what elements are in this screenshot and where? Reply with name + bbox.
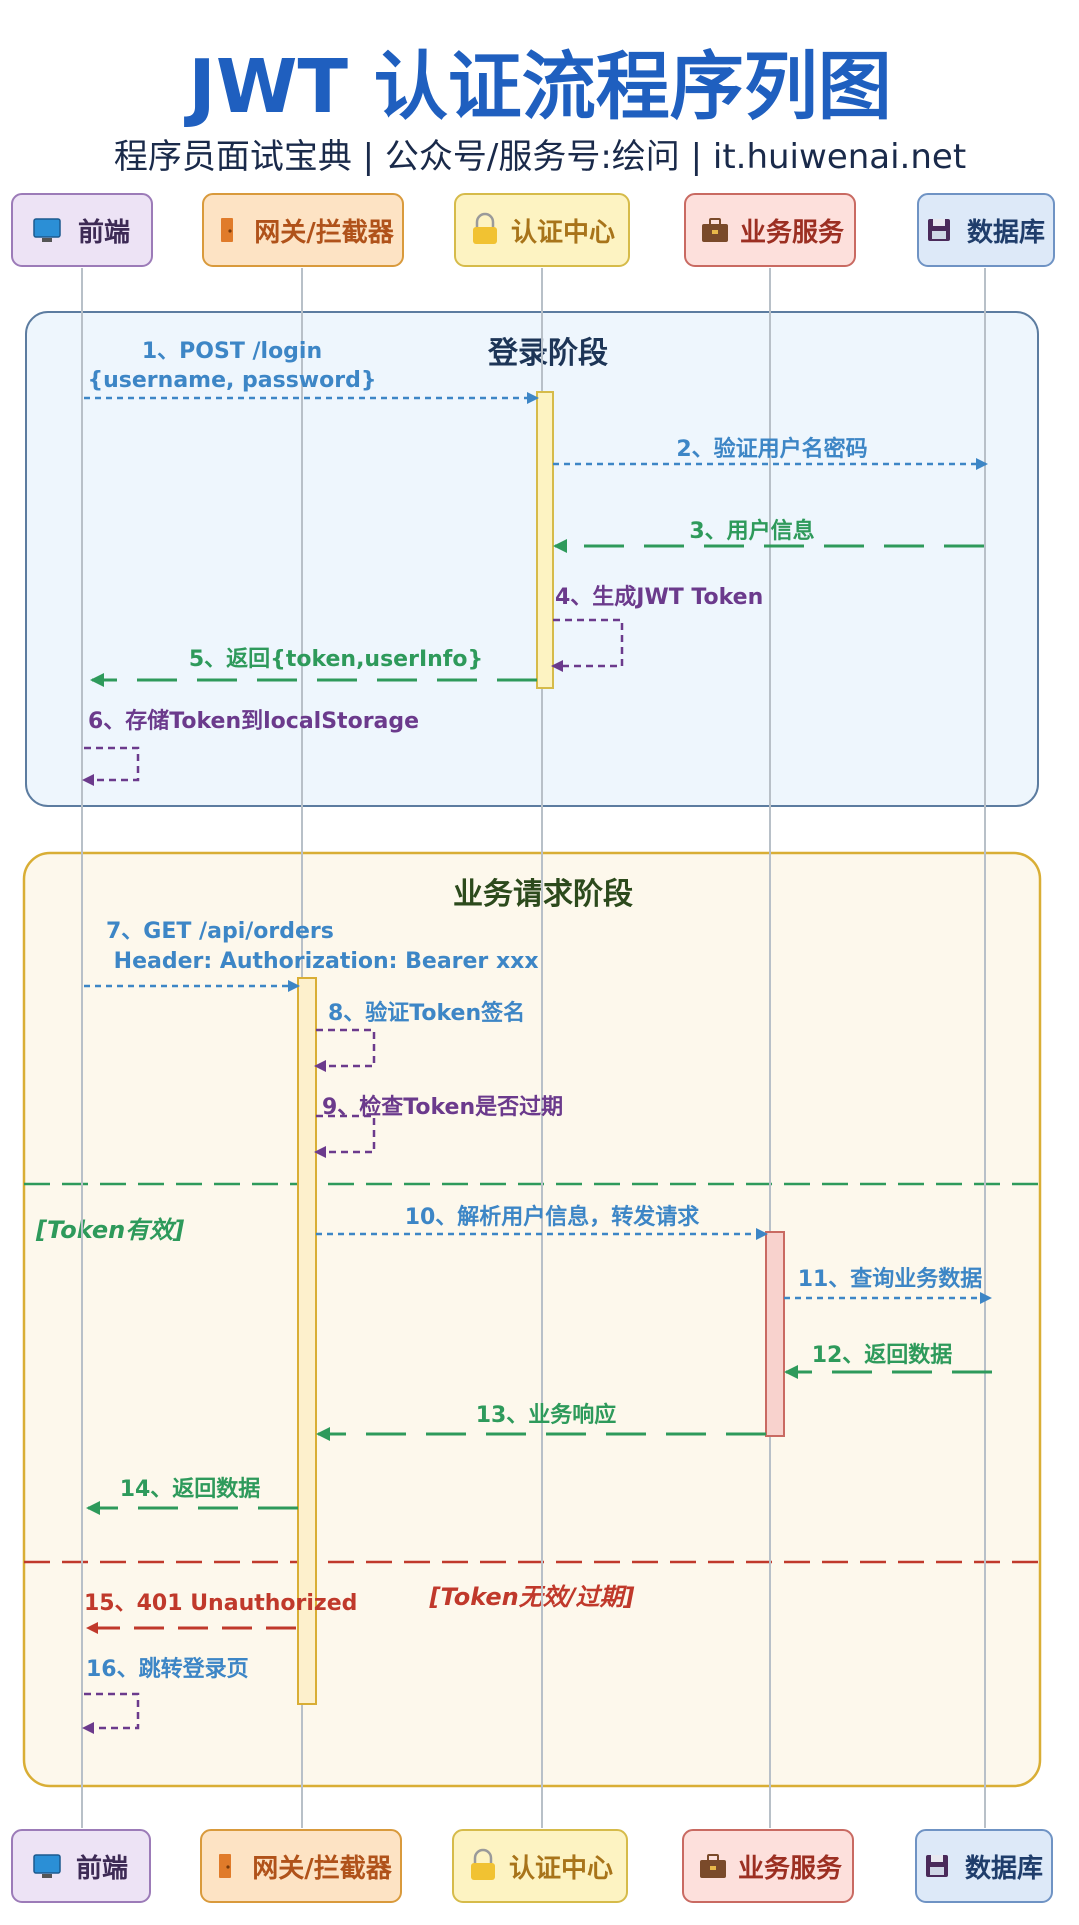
message-13-label: 13、业务响应 xyxy=(476,1402,617,1428)
message-14-label: 14、返回数据 xyxy=(120,1476,261,1502)
condition-invalid-label: [Token无效/过期] xyxy=(429,1583,635,1611)
lock-icon xyxy=(471,1848,495,1880)
page-subtitle: 程序员面试宝典 | 公众号/服务号:绘问 | it.huiwenai.net xyxy=(114,137,966,177)
message-7-label: 7、GET /api/orders Header: Authorization:… xyxy=(106,919,539,974)
condition-valid-label: [Token有效] xyxy=(35,1216,184,1244)
page-title: JWT 认证流程序列图 xyxy=(183,44,891,130)
floppy-icon xyxy=(926,1855,948,1877)
login-phase-title: 登录阶段 xyxy=(487,336,608,371)
participant-auth-label: 认证中心 xyxy=(509,1854,613,1884)
message-9-arrow xyxy=(314,1114,376,1158)
participant-biz-label: 业务服务 xyxy=(738,1854,842,1884)
participant-db-label: 数据库 xyxy=(965,1854,1043,1884)
participant-auth-bottom[interactable]: 认证中心 xyxy=(452,1829,628,1903)
participant-gateway-label: 网关/拦截器 xyxy=(254,218,394,248)
message-3-label: 3、用户信息 xyxy=(689,518,814,544)
message-12-label: 12、返回数据 xyxy=(812,1342,953,1368)
lock-icon xyxy=(473,212,497,244)
message-15-label: 15、401 Unauthorized xyxy=(84,1591,357,1616)
monitor-icon xyxy=(33,1854,61,1878)
briefcase-icon xyxy=(700,1854,726,1878)
message-9-label: 9、检查Token是否过期 xyxy=(322,1094,563,1120)
message-6-label: 6、存储Token到localStorage xyxy=(88,708,419,734)
message-1-label: 1、POST /login{username, password} xyxy=(87,339,376,393)
message-10-label: 10、解析用户信息，转发请求 xyxy=(405,1204,700,1230)
message-4-label: 4、生成JWT Token xyxy=(555,585,763,610)
participant-db-bottom[interactable]: 数据库 xyxy=(915,1829,1053,1903)
biz-activation-bar xyxy=(765,1231,785,1437)
briefcase-icon xyxy=(702,218,728,242)
participant-gateway-top[interactable]: 网关/拦截器 xyxy=(202,193,404,267)
door-icon xyxy=(221,218,233,242)
participant-frontend-label: 前端 xyxy=(76,1853,128,1884)
message-16-arrow xyxy=(82,1692,140,1734)
message-4-arrow xyxy=(551,618,624,672)
auth-activation-bar xyxy=(536,391,554,689)
participant-frontend-label: 前端 xyxy=(78,217,130,248)
login-phase-frame xyxy=(25,311,1039,807)
participant-db-label: 数据库 xyxy=(967,218,1045,248)
participant-gateway-label: 网关/拦截器 xyxy=(252,1854,392,1884)
participant-gateway-bottom[interactable]: 网关/拦截器 xyxy=(200,1829,402,1903)
message-16-label: 16、跳转登录页 xyxy=(86,1656,249,1682)
participant-biz-label: 业务服务 xyxy=(740,218,844,248)
message-8-label: 8、验证Token签名 xyxy=(328,1000,525,1026)
participant-auth-label: 认证中心 xyxy=(511,218,615,248)
monitor-icon xyxy=(33,218,61,242)
participant-frontend-top[interactable]: 前端 xyxy=(11,193,153,267)
participant-biz-bottom[interactable]: 业务服务 xyxy=(682,1829,854,1903)
participant-db-top[interactable]: 数据库 xyxy=(917,193,1055,267)
participant-biz-top[interactable]: 业务服务 xyxy=(684,193,856,267)
gateway-activation-bar xyxy=(297,977,317,1705)
participant-auth-top[interactable]: 认证中心 xyxy=(454,193,630,267)
message-2-label: 2、验证用户名密码 xyxy=(676,436,867,462)
participant-frontend-bottom[interactable]: 前端 xyxy=(11,1829,151,1903)
business-phase-frame xyxy=(22,851,1042,1788)
floppy-icon xyxy=(928,219,950,241)
door-icon xyxy=(219,1854,231,1878)
message-11-label: 11、查询业务数据 xyxy=(798,1266,983,1292)
message-5-label: 5、返回{token,userInfo} xyxy=(189,647,483,672)
message-8-arrow xyxy=(314,1028,376,1072)
message-6-arrow xyxy=(82,746,140,786)
